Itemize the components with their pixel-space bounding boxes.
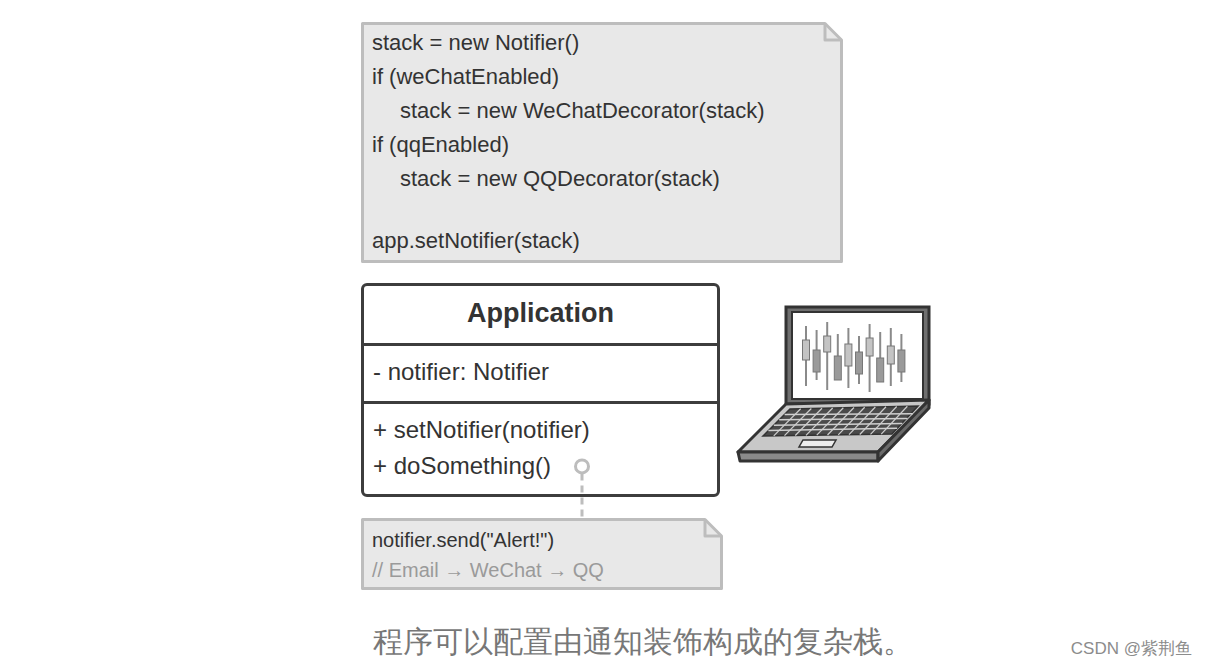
code-line: // Email → WeChat → QQ	[372, 558, 604, 582]
candle-body	[803, 340, 810, 360]
candle-body	[845, 344, 852, 366]
candle-body	[813, 350, 820, 372]
code-line: notifier.send("Alert!")	[372, 528, 554, 552]
candle-body	[877, 358, 884, 382]
key-col-gap	[774, 409, 801, 436]
key-col-gap	[871, 407, 897, 435]
compartment-divider	[364, 401, 717, 404]
class-member: - notifier: Notifier	[373, 358, 549, 387]
caption: 程序可以配置由通知装饰构成的复杂栈。	[373, 624, 913, 660]
note-box: stack = new Notifier() if (weChatEnabled)…	[361, 22, 843, 263]
note-box: notifier.send("Alert!") // Email → WeChat…	[361, 518, 723, 590]
laptop-front	[738, 452, 878, 461]
key-col-gap	[785, 409, 812, 436]
trackpad	[799, 440, 836, 447]
keyboard-keys	[768, 406, 912, 436]
note-anchor	[576, 460, 589, 473]
code-line: stack = new WeChatDecorator(stack)	[400, 98, 765, 124]
key-col-gap	[838, 407, 864, 435]
watermark: CSDN @紫荆鱼	[1071, 639, 1192, 659]
class-box: Application - notifier: Notifier + setNoti…	[361, 283, 720, 497]
compartment-divider	[364, 343, 717, 346]
class-member: + doSomething()	[373, 452, 551, 481]
candle-body	[834, 356, 841, 380]
candle-body	[824, 336, 831, 352]
key-col-gap	[817, 408, 844, 435]
code-line: stack = new QQDecorator(stack)	[400, 166, 720, 192]
key-col-gap	[828, 408, 855, 436]
candle-body	[898, 350, 905, 372]
key-col-gap	[860, 407, 886, 435]
key-col-gap	[881, 406, 907, 434]
candle-body	[887, 346, 894, 364]
screen-chart	[803, 322, 905, 392]
candle-wick	[826, 322, 828, 390]
code-line: if (qqEnabled)	[372, 132, 509, 158]
candle-wick	[869, 324, 871, 392]
key-col-gap	[849, 407, 875, 435]
candle-body	[856, 352, 863, 374]
candle-body	[866, 338, 873, 356]
laptop-base	[738, 400, 929, 452]
note-outline	[363, 24, 842, 262]
class-member: Application	[467, 297, 614, 329]
code-line: app.setNotifier(stack)	[372, 228, 580, 254]
note-fold	[705, 520, 722, 537]
note-fold	[825, 24, 842, 41]
key-col-gap	[795, 408, 822, 435]
laptop-lid	[786, 307, 929, 404]
key-col-gap	[806, 408, 833, 435]
keyboard	[763, 406, 918, 436]
code-line: stack = new Notifier()	[372, 30, 579, 56]
code-line: if (weChatEnabled)	[372, 64, 559, 90]
note-outline	[363, 520, 722, 589]
laptop-screen	[792, 312, 923, 399]
class-member: + setNotifier(notifier)	[373, 416, 590, 445]
